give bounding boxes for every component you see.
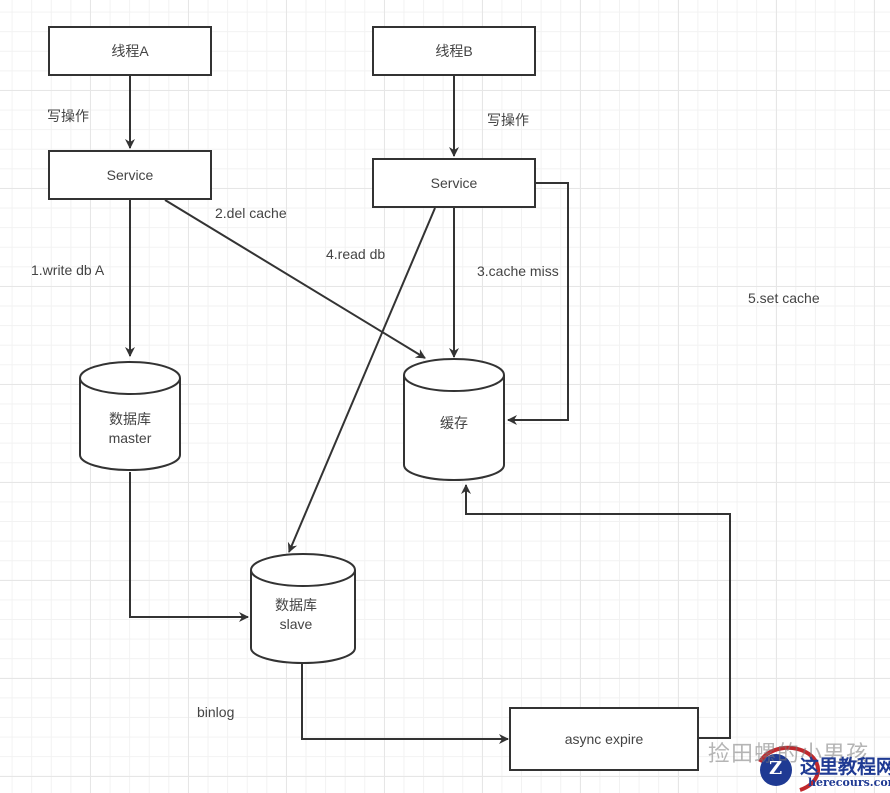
db-slave-label-line1: 数据库 [275,597,317,613]
db-slave-cylinder [250,553,356,664]
db-master-label: 数据库 master [80,410,180,448]
label-cache-miss: 3.cache miss [477,263,559,279]
edge-db-slave-to-async-expire [301,664,509,744]
cache-cylinder [403,358,505,481]
label-del-cache: 2.del cache [215,205,287,221]
logo-url-text: herecours.com [808,776,890,789]
service-a-label: Service [106,167,154,183]
logo-icon [758,745,820,792]
thread-b-label: 线程B [435,43,473,59]
edge-service-b-to-db-slave [287,207,436,553]
label-write-op-a: 写操作 [47,108,89,124]
cache-label: 缓存 [404,414,504,433]
label-read-db: 4.read db [326,246,386,262]
db-master-label-line2: master [108,430,152,446]
logo-cn-text: 这里教程网 [800,756,890,778]
service-b-node: Service [372,158,536,208]
logo-letter: Z [769,758,783,779]
thread-a-node: 线程A [48,26,212,76]
label-binlog: binlog [197,704,235,720]
db-slave-label-line2: slave [279,616,313,632]
db-master-cylinder [79,361,181,471]
thread-b-node: 线程B [372,26,536,76]
async-expire-node: async expire [509,707,699,771]
cache-label-text: 缓存 [440,415,468,431]
edge-db-master-to-db-slave [129,472,249,622]
wechat-watermark: 捡田螺的小男孩 [708,741,870,766]
edge-service-b-set-cache [507,182,569,425]
service-b-label: Service [430,175,478,191]
thread-a-label: 线程A [111,43,149,59]
async-expire-label: async expire [564,731,644,747]
label-write-op-b: 写操作 [487,112,529,128]
edge-async-expire-to-cache [461,484,731,739]
db-master-label-line1: 数据库 [109,411,151,427]
db-slave-label: 数据库 slave [246,596,346,634]
label-write-db-a: 1.write db A [31,262,105,278]
label-set-cache: 5.set cache [748,290,820,306]
service-a-node: Service [48,150,212,200]
edge-service-a-to-cache [164,199,426,359]
